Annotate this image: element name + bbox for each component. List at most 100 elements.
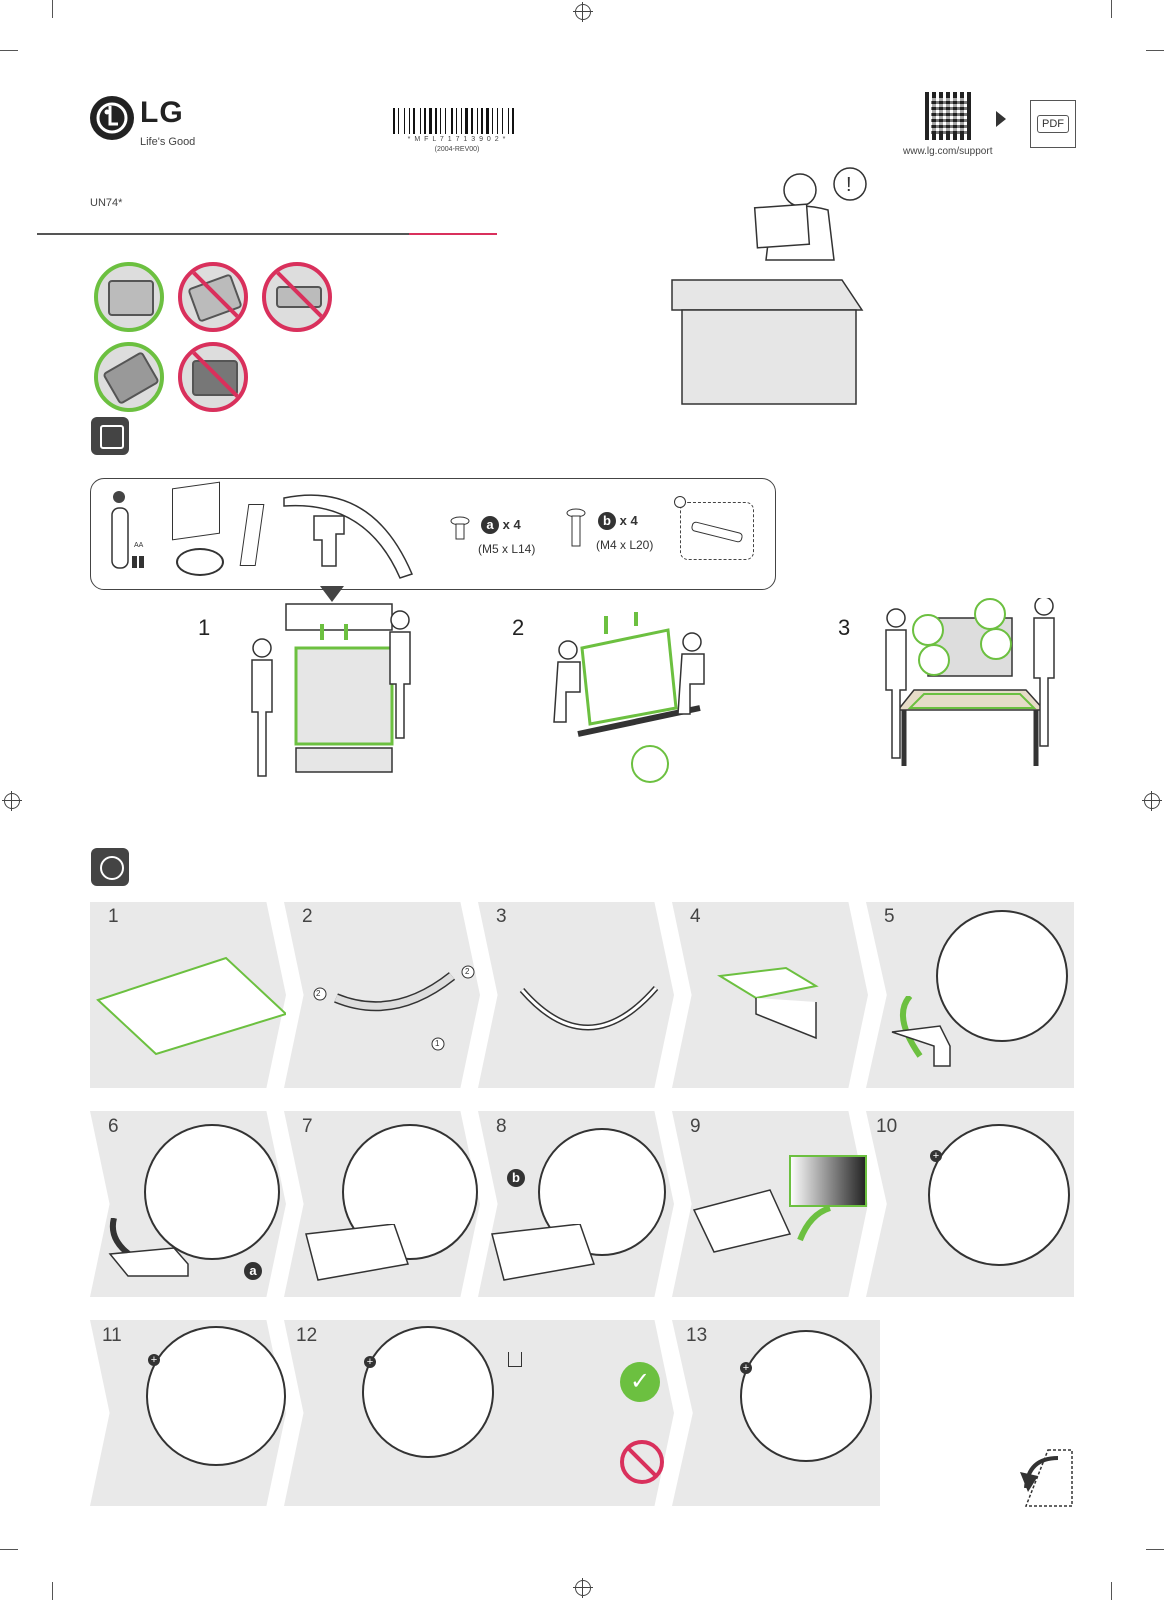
step-2-callout-bottom: 1 [435, 1039, 440, 1048]
assembly-step-5-number: 5 [884, 906, 895, 927]
step-13-optional-plus-icon: + [740, 1362, 752, 1374]
grip-wrong-badge [178, 342, 248, 412]
brand-slogan: Life's Good [140, 136, 196, 148]
unpack-step-1-number: 1 [198, 615, 211, 640]
revision-label: (2004-REV00) [434, 146, 480, 153]
screw-b-qty: x 4 [619, 513, 638, 528]
header-divider [37, 233, 409, 235]
barcode-bar [469, 108, 470, 134]
step-6-stand-illustration [104, 1217, 204, 1278]
barcode-bar [510, 108, 511, 134]
step-4-stand-illustration [716, 966, 846, 1046]
assembly-step-3-number: 3 [496, 906, 507, 927]
grip-correct-badge [94, 342, 164, 412]
optional-plus-icon [674, 496, 686, 508]
person-reading-manual-illustration: ! [660, 160, 880, 410]
barcode-bar [416, 108, 419, 134]
barcode-bar [411, 108, 412, 134]
assembly-step-6-number: 6 [108, 1116, 119, 1137]
barcode-bar [492, 108, 493, 134]
screw-a-label: a x 4 [481, 516, 521, 534]
pdf-label: PDF [1037, 115, 1069, 133]
step-2-callout-left: 2 [316, 989, 321, 998]
barcode-bar [409, 108, 410, 134]
screw-a-icon [450, 516, 470, 540]
step-12-optional-plus-icon: + [364, 1356, 376, 1368]
correct-check-icon: ✓ [620, 1362, 660, 1402]
step-13-detail-circle [740, 1330, 872, 1462]
barcode [393, 108, 516, 134]
support-url[interactable]: www.lg.com/support [903, 146, 993, 157]
crop-mark [0, 50, 18, 51]
handling-wrong-badge [178, 262, 248, 332]
header-divider-accent [409, 233, 497, 235]
barcode-bar [447, 108, 450, 134]
model-number: UN74* [90, 197, 123, 209]
barcode-bar [422, 108, 423, 134]
barcode-bar [508, 108, 509, 134]
manual-icon [172, 481, 220, 541]
step-5-assembly-illustration [890, 993, 960, 1072]
assembly-step-12-number: 12 [296, 1325, 318, 1346]
barcode-bar [458, 108, 460, 134]
handling-wrong-badge [262, 262, 332, 332]
assembly-step-13-number: 13 [686, 1325, 708, 1346]
barcode-bar [445, 108, 446, 134]
remote-control-icon [110, 490, 146, 574]
crop-mark [1146, 1549, 1164, 1550]
step-2-base-illustration [312, 962, 482, 1052]
step-7-tv-illustration [304, 1223, 414, 1294]
barcode-bar [424, 108, 426, 134]
unpack-step-3-illustration [880, 596, 1060, 783]
step-3-base-illustration [516, 978, 666, 1048]
pdf-document-icon: PDF [1030, 100, 1076, 148]
step-1-cushion-illustration [96, 950, 288, 1060]
barcode-bar [396, 108, 397, 134]
barcode-bar [440, 108, 441, 134]
barcode-bar [490, 108, 491, 134]
step-9-tv-upright-illustration [690, 1150, 870, 1280]
unpack-step-1-illustration [240, 598, 420, 783]
step-10-optional-plus-icon: + [930, 1150, 942, 1162]
step-8-tv-illustration [490, 1223, 600, 1294]
stand-base-icon [282, 484, 432, 584]
barcode-bar [393, 108, 395, 134]
assembly-step-7-number: 7 [302, 1116, 313, 1137]
crop-mark [0, 1549, 18, 1550]
components-pointer [320, 586, 344, 602]
barcode-bar [515, 108, 516, 134]
arrow-right-icon [996, 111, 1006, 127]
unlock-icon [508, 1352, 522, 1367]
step-11-detail-circle [146, 1326, 286, 1466]
registration-mark [573, 1578, 593, 1598]
barcode-bar [454, 108, 455, 134]
screw-a-letter: a [481, 516, 499, 534]
barcode-bar [413, 108, 415, 134]
barcode-bar [463, 108, 464, 134]
crop-mark [52, 1582, 53, 1600]
barcode-bar [442, 108, 444, 134]
step-12-detail-circle [362, 1326, 494, 1458]
power-cord-icon [176, 548, 224, 576]
step-10-detail-circle [928, 1124, 1070, 1266]
barcode-bar [400, 108, 403, 134]
crop-mark [1146, 50, 1164, 51]
turn-page-icon [1018, 1448, 1074, 1508]
registration-mark [2, 791, 22, 811]
crop-mark [1111, 1582, 1112, 1600]
package-contents-icon [91, 417, 129, 455]
screw-b-label: b x 4 [598, 512, 638, 530]
barcode-bar [477, 108, 478, 134]
barcode-bar [438, 108, 439, 134]
lg-logo-icon [90, 96, 134, 140]
handling-correct-badge [94, 262, 164, 332]
screw-b-icon [566, 508, 586, 548]
screw-a-qty: x 4 [502, 517, 521, 532]
qr-code-icon [925, 92, 973, 140]
assembly-step-2-number: 2 [302, 906, 313, 927]
crop-mark [52, 0, 53, 18]
barcode-bar [486, 108, 489, 134]
barcode-bar [398, 108, 399, 134]
barcode-bar [433, 108, 434, 134]
barcode-bar [461, 108, 462, 134]
